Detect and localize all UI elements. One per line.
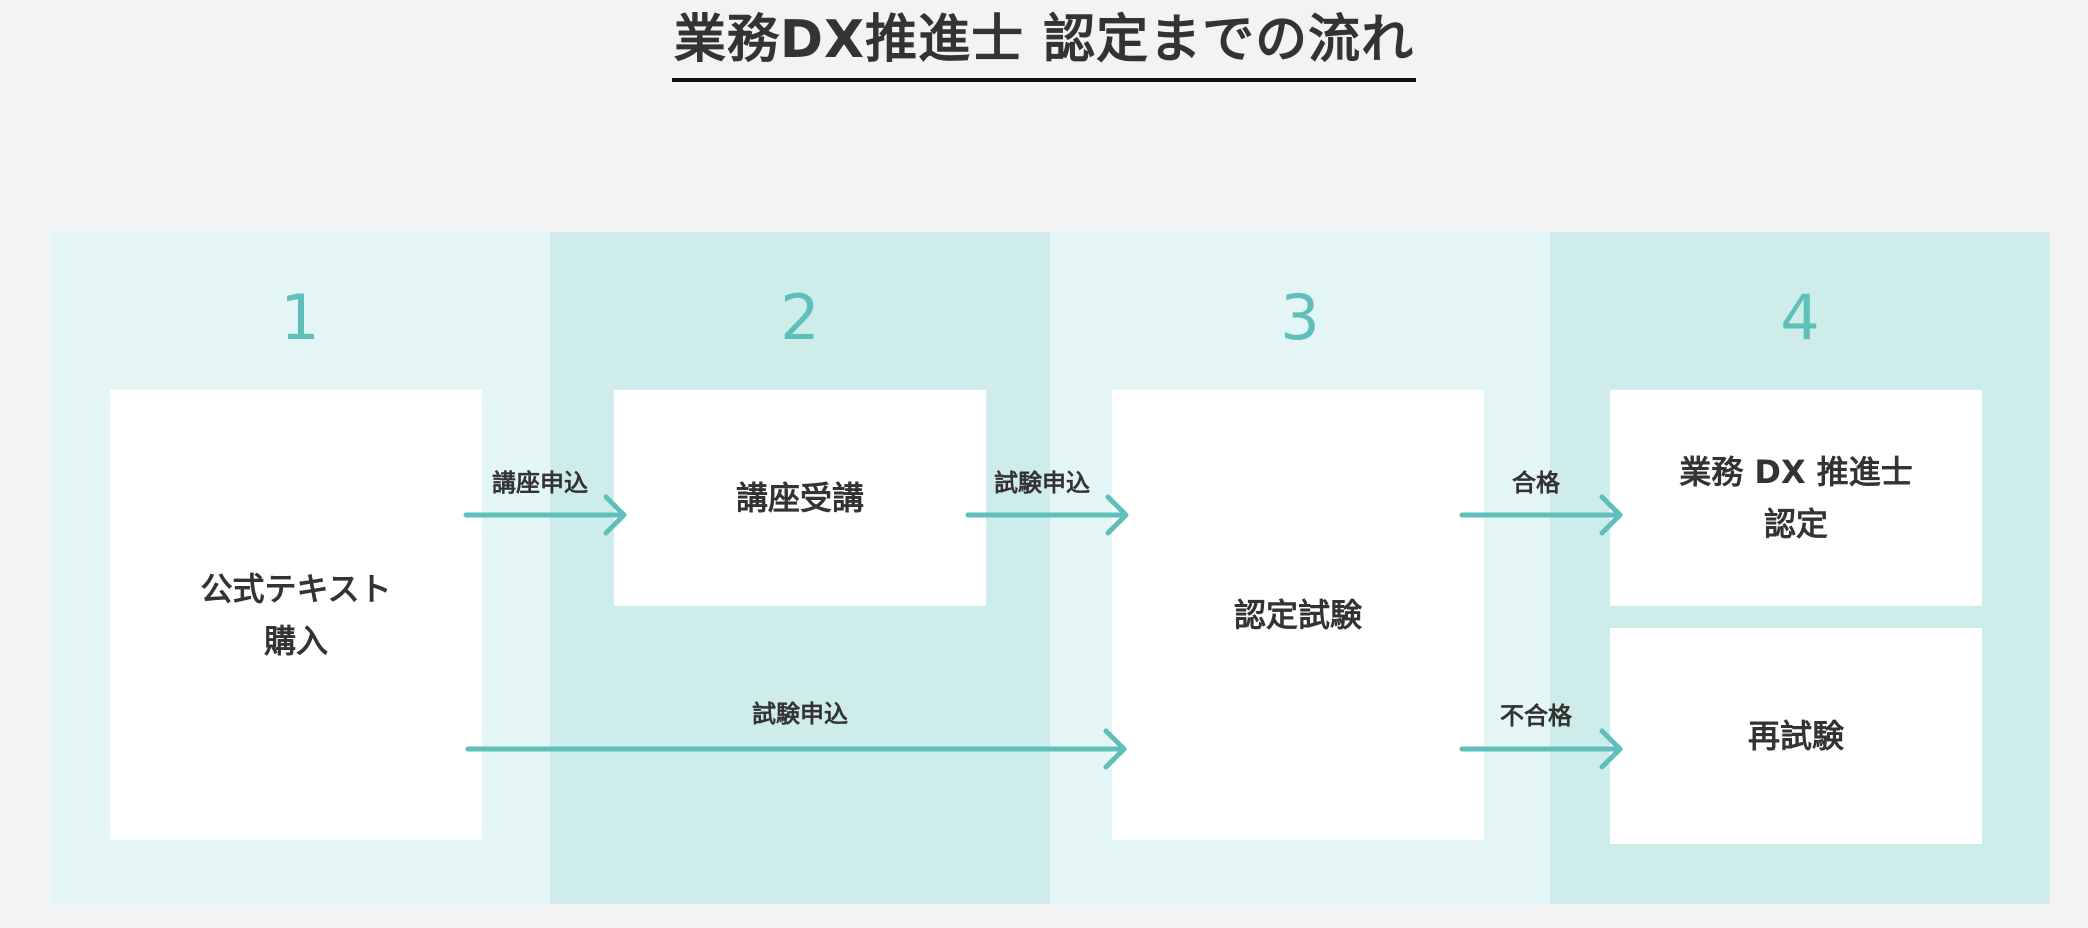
page-title: 業務DX推進士 認定までの流れ <box>671 4 1417 82</box>
arrow-fail <box>1459 728 1623 770</box>
node-course-label: 講座受講 <box>735 479 864 517</box>
arrow-course-apply <box>463 494 627 536</box>
node-text-purchase-line1: 公式テキスト <box>200 570 392 608</box>
edge-label-pass: 合格 <box>1512 469 1560 497</box>
edge-label-exam-apply-direct: 試験申込 <box>752 700 848 728</box>
node-certified: 業務 DX 推進士 認定 <box>1610 390 1982 606</box>
arrow-exam-apply-from-course <box>965 494 1129 536</box>
node-exam: 認定試験 <box>1112 390 1484 840</box>
node-retake: 再試験 <box>1610 628 1982 844</box>
node-text-purchase: 公式テキスト 購入 <box>110 390 482 840</box>
node-text-purchase-line2: 購入 <box>263 622 328 660</box>
node-certified-line1: 業務 DX 推進士 <box>1679 453 1913 491</box>
node-course: 講座受講 <box>614 390 986 606</box>
arrow-pass <box>1459 494 1623 536</box>
arrow-exam-apply-direct <box>465 728 1127 770</box>
step-number-1: 1 <box>280 281 320 354</box>
node-retake-label: 再試験 <box>1747 717 1844 755</box>
node-exam-label: 認定試験 <box>1233 596 1362 634</box>
edge-label-course-apply: 講座申込 <box>492 469 588 497</box>
step-number-2: 2 <box>780 281 820 354</box>
edge-label-fail: 不合格 <box>1500 702 1572 730</box>
step-number-4: 4 <box>1780 281 1820 354</box>
node-certified-line2: 認定 <box>1763 505 1828 543</box>
edge-label-exam-apply-from-course: 試験申込 <box>994 469 1090 497</box>
step-number-3: 3 <box>1280 281 1320 354</box>
